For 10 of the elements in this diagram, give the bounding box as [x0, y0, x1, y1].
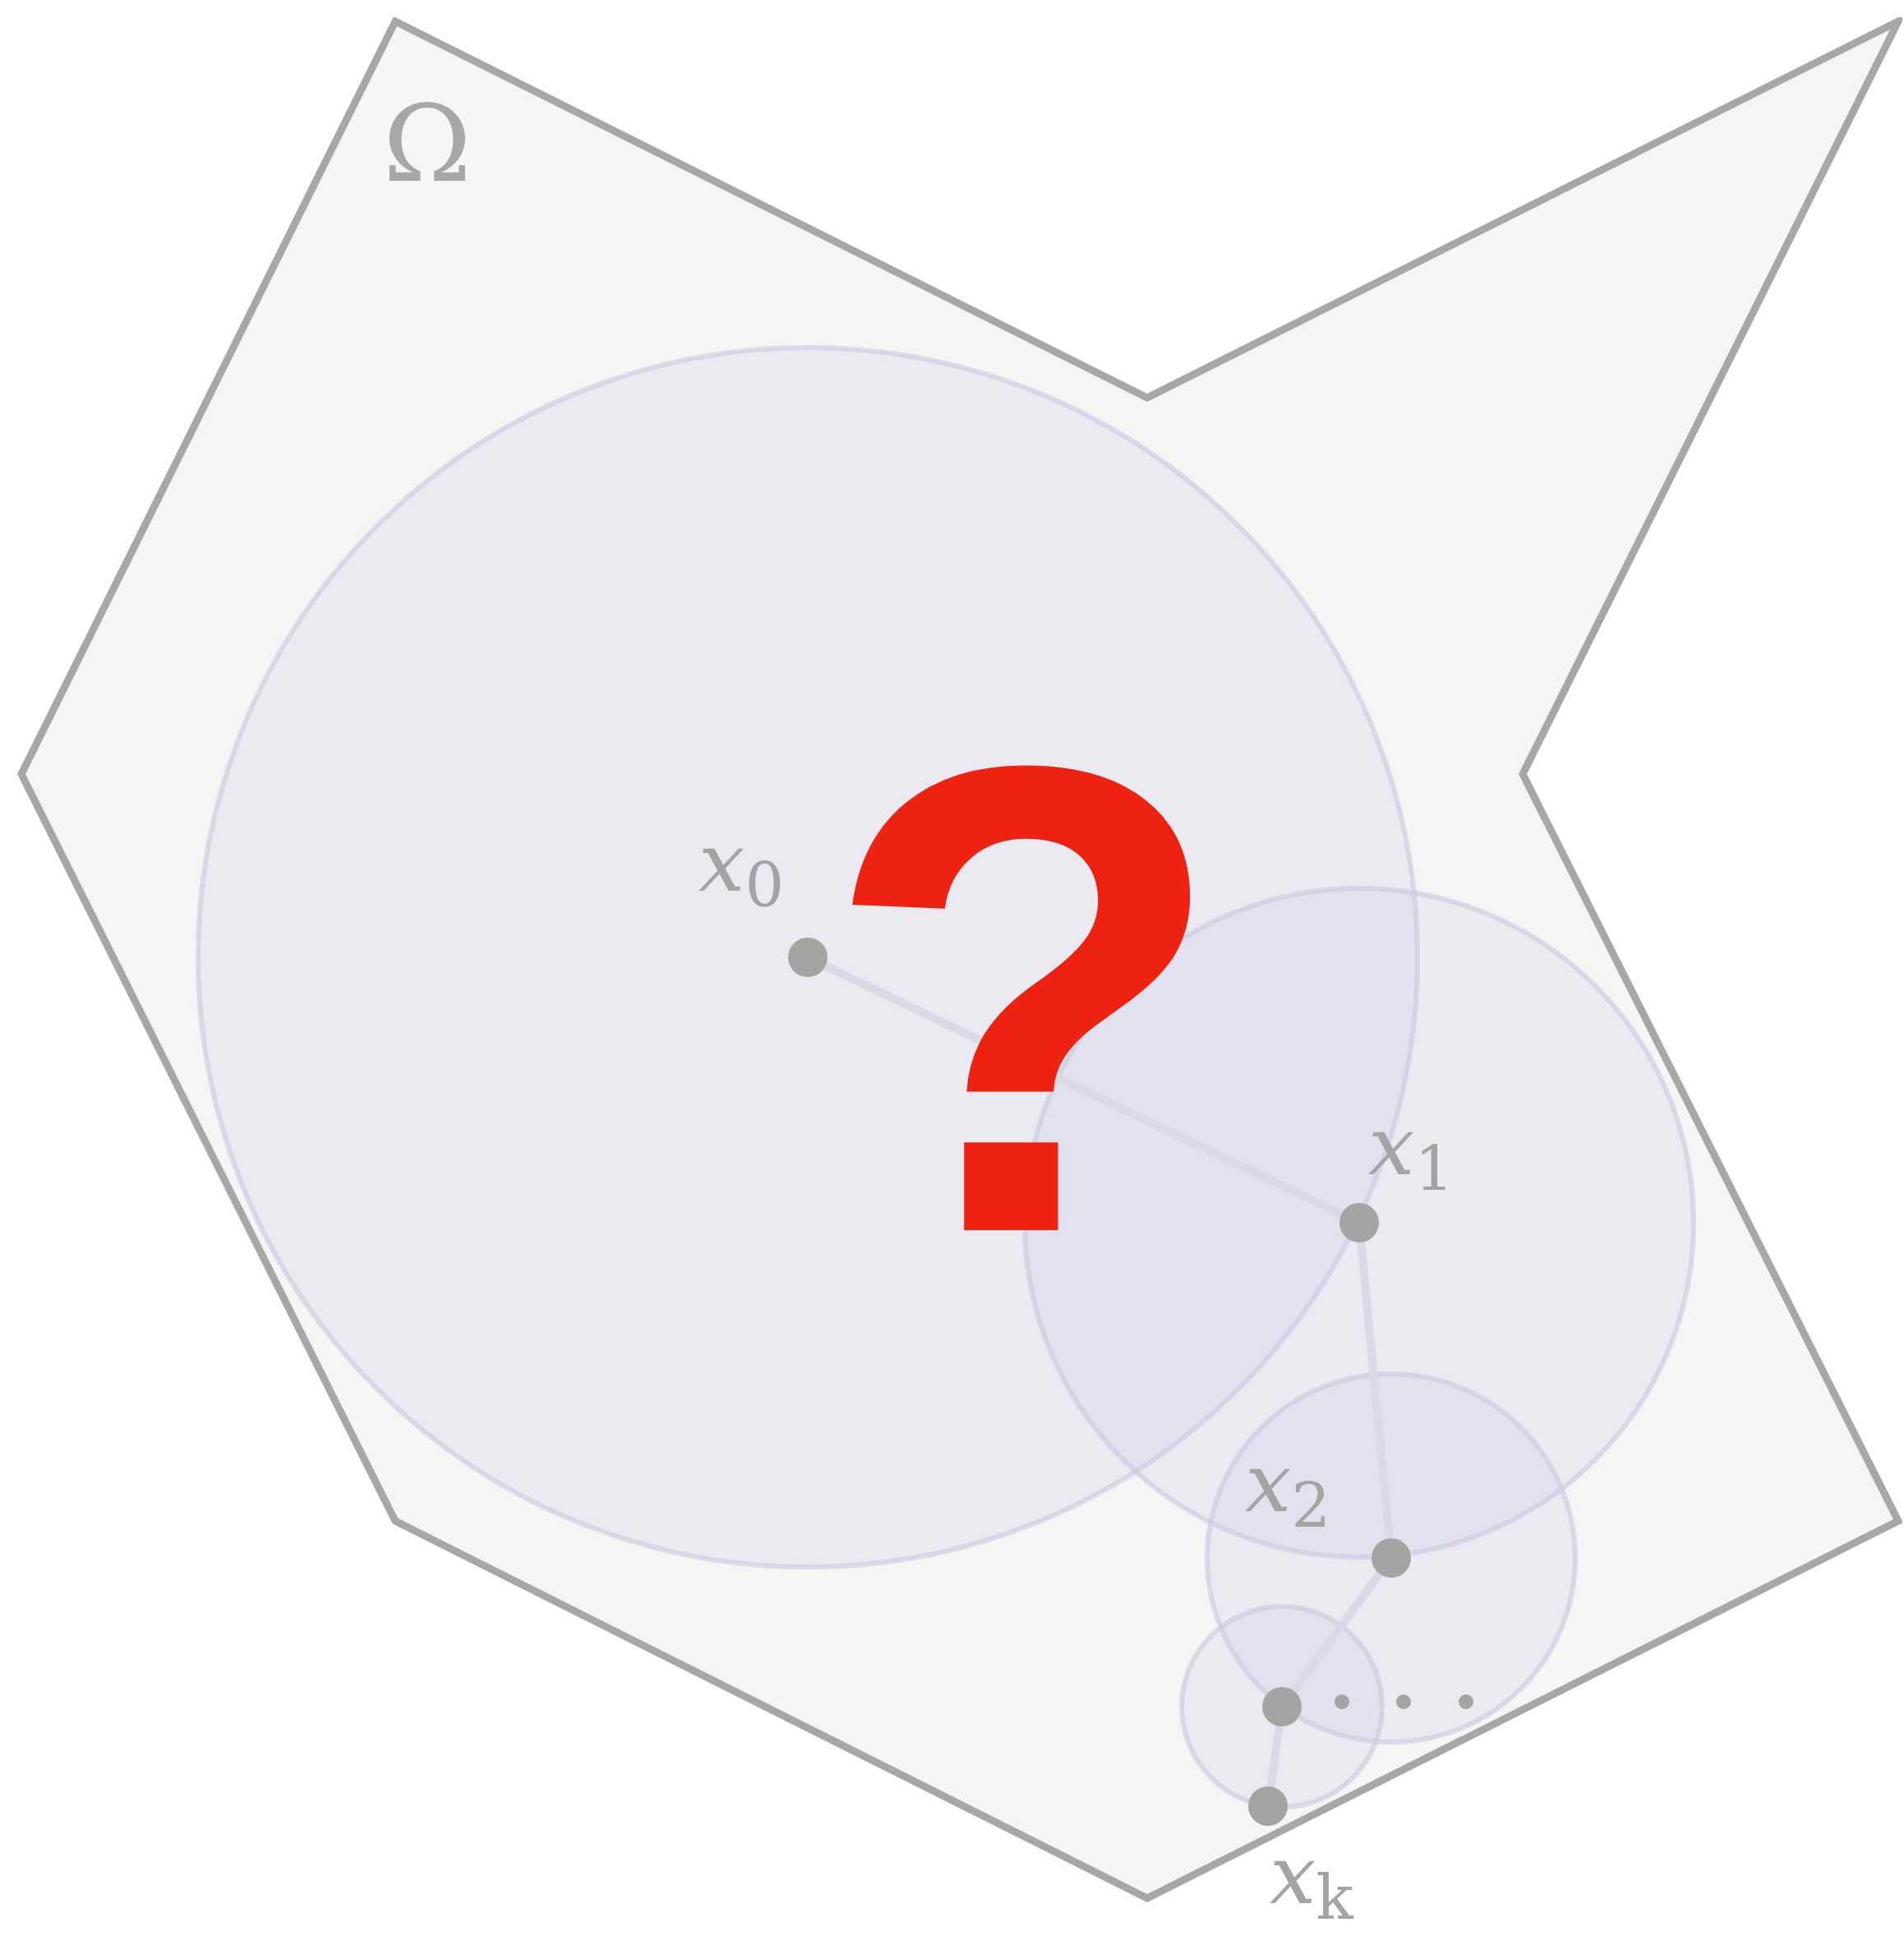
domain-label: Ω	[383, 90, 472, 197]
point-label: x$_{1}$	[1368, 1105, 1455, 1200]
path-segment	[1357, 1242, 1394, 1539]
question-mark: ?	[822, 667, 1229, 1333]
path-segment	[1266, 1726, 1284, 1787]
path-segment	[1290, 1571, 1383, 1694]
point-label: x$_{2}$	[1245, 1442, 1331, 1537]
point-label: x$_{k}$	[1270, 1834, 1353, 1929]
point-label: x$_{0}$	[698, 822, 785, 916]
path-segment	[823, 961, 1344, 1219]
